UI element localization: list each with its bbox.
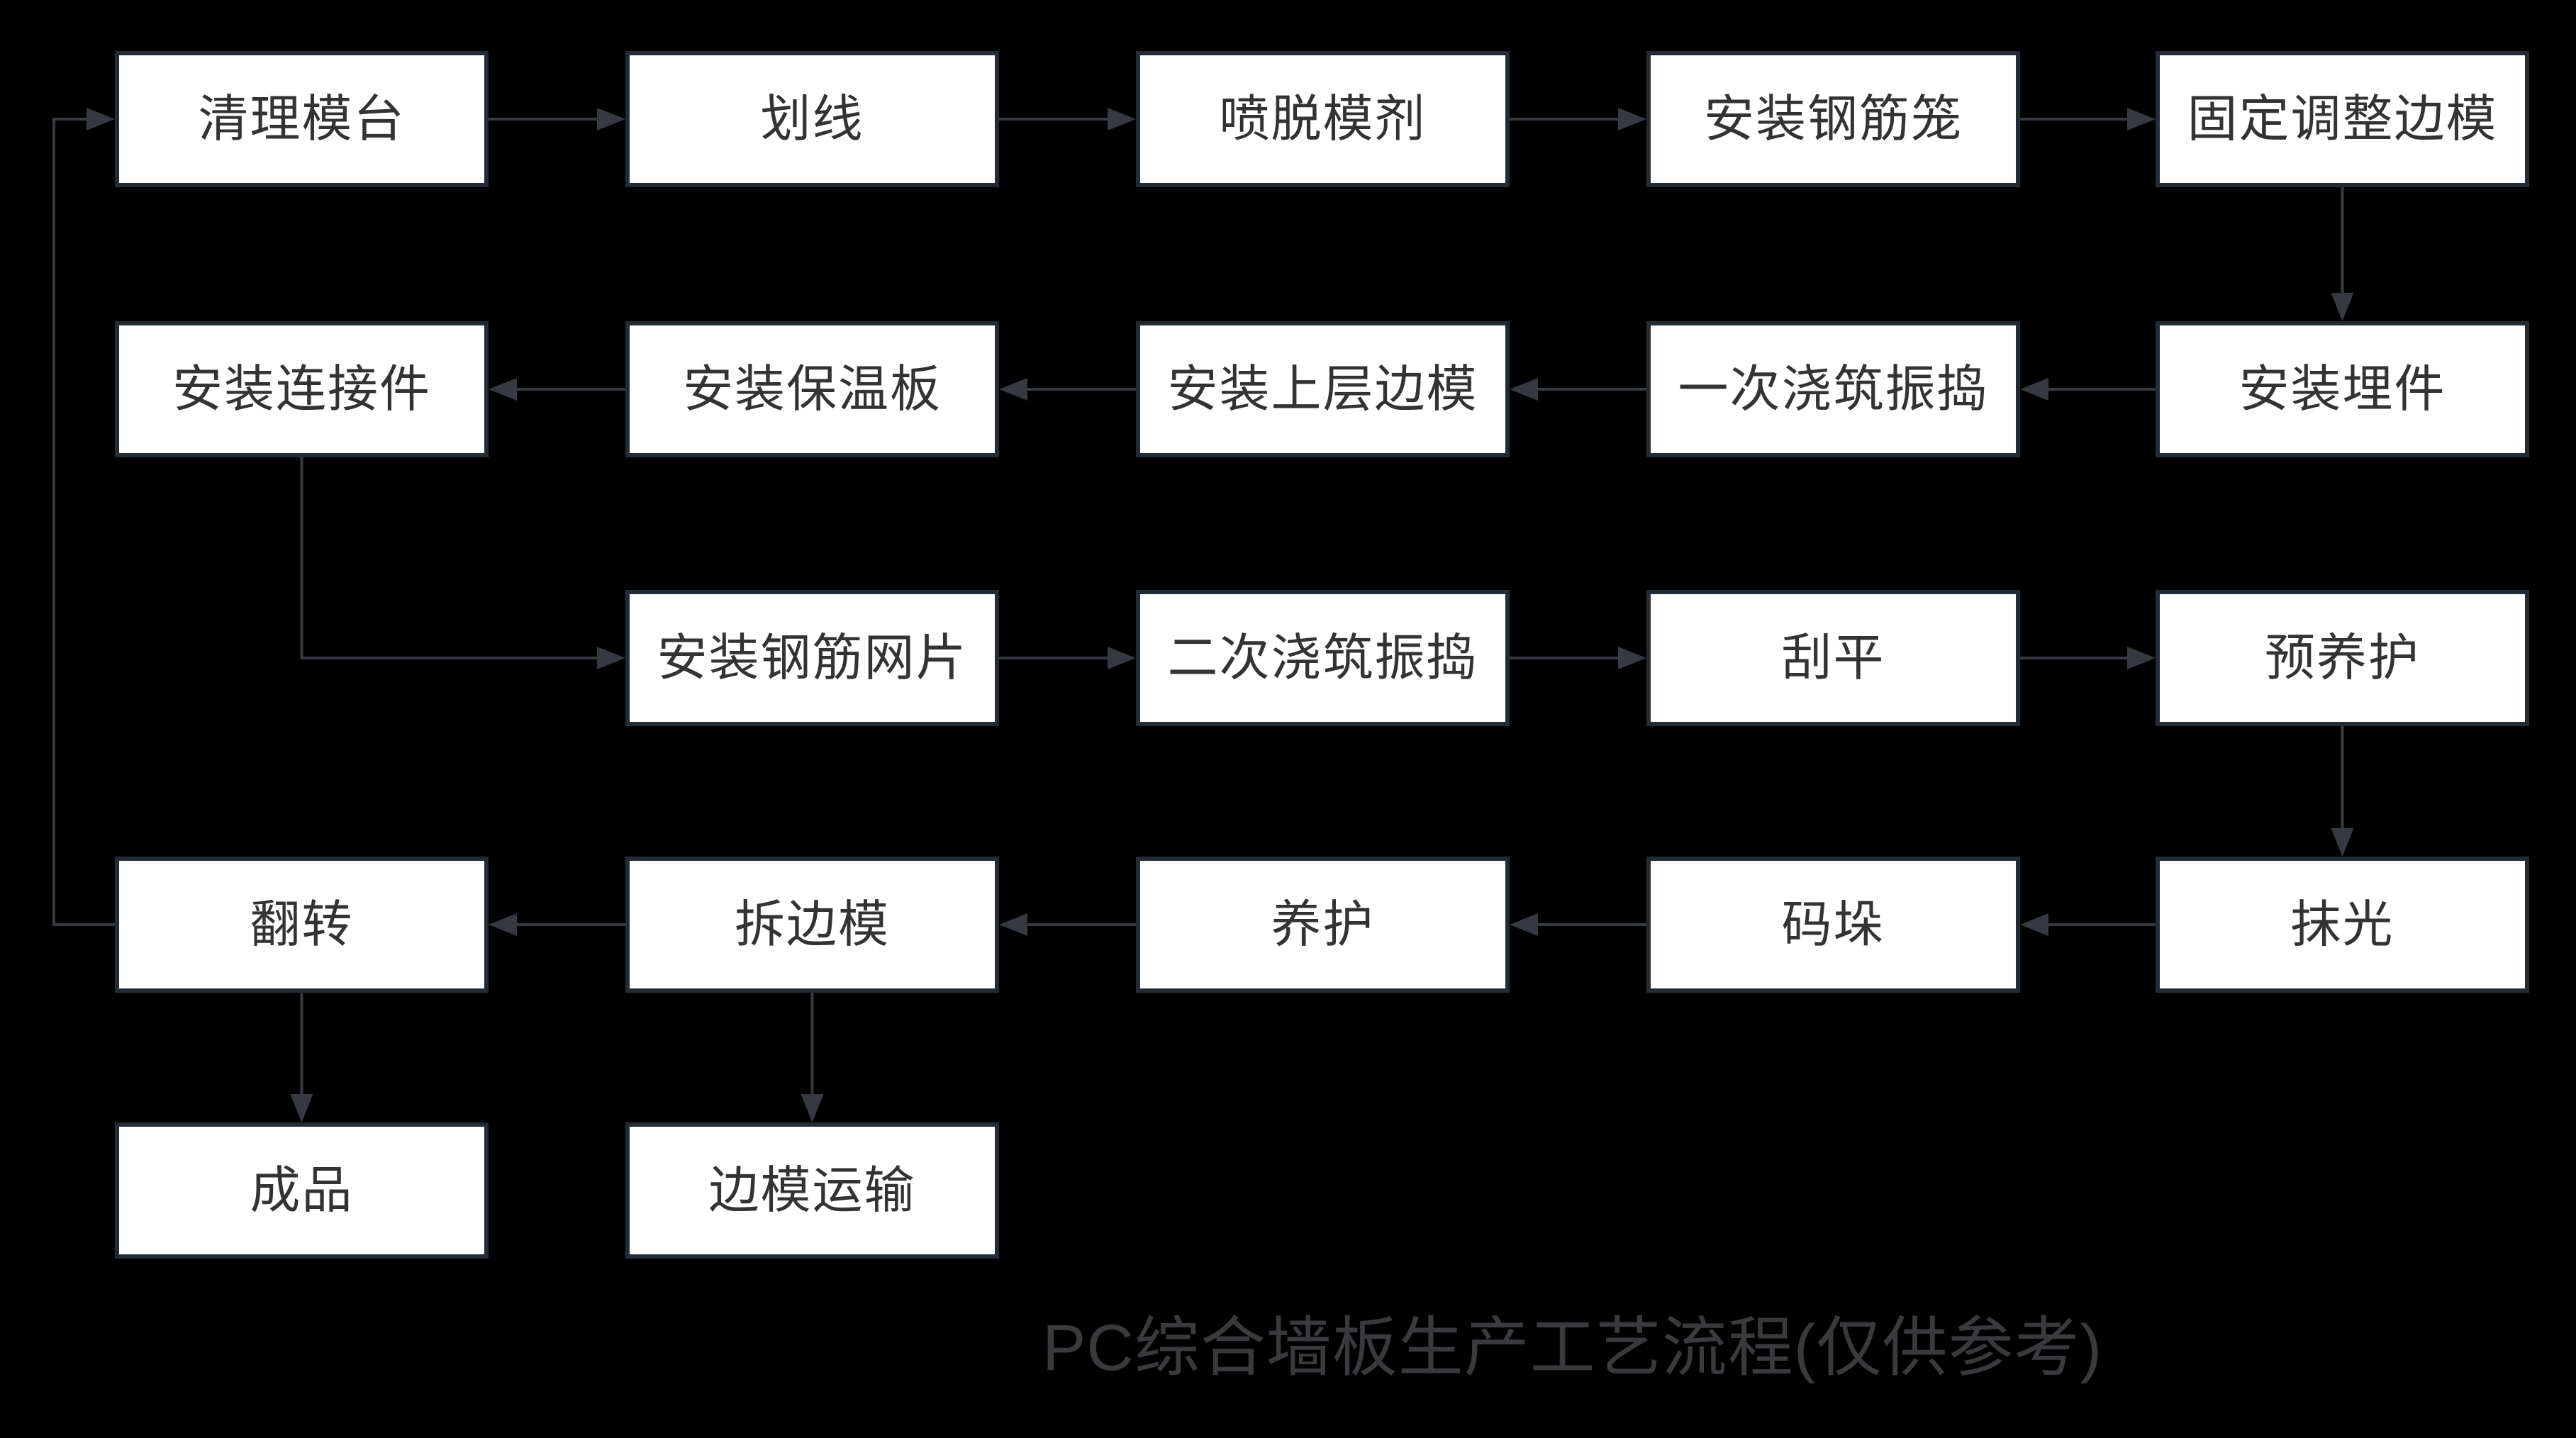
edge-install-embedded-parts-to-first-pour-vibrate	[2020, 378, 2156, 401]
flow-node-label: 固定调整边模	[2187, 91, 2498, 147]
flow-node-fix-adjust-side-molds: 固定调整边模	[2156, 51, 2529, 187]
diagram-title: PC综合墙板生产工艺流程(仅供参考)	[1042, 1312, 2103, 1384]
edge-flip-to-clean-mold-table	[52, 108, 115, 926]
flow-node-label: 划线	[760, 91, 864, 147]
flow-node-label: 安装埋件	[2238, 361, 2446, 418]
flow-node-label: 翻转	[250, 896, 354, 953]
edge-install-rebar-cage-to-fix-adjust-side-molds	[2020, 108, 2156, 130]
edge-trowel-polish-to-stacking	[2020, 913, 2156, 936]
flow-node-label: 安装钢筋网片	[657, 630, 968, 686]
flow-node-label: 边模运输	[708, 1162, 916, 1219]
flow-node-label: 喷脱模剂	[1219, 91, 1427, 147]
edge-spray-release-agent-to-install-rebar-cage	[1510, 108, 1646, 130]
flow-node-label: 安装钢筋笼	[1703, 91, 1963, 147]
edge-install-upper-side-molds-to-install-insulation-board	[999, 378, 1136, 401]
flow-node-remove-side-molds: 拆边模	[625, 857, 999, 993]
edge-remove-side-molds-to-side-mold-transport	[801, 993, 824, 1122]
flow-node-label: 预养护	[2264, 630, 2420, 686]
flow-node-label: 码垛	[1781, 896, 1885, 953]
flow-node-scribe-lines: 划线	[625, 51, 999, 187]
edge-scrape-level-to-pre-curing	[2020, 647, 2156, 669]
flow-node-label: 抹光	[2290, 896, 2394, 953]
flow-node-curing: 养护	[1136, 857, 1510, 993]
flow-node-label: 拆边模	[734, 896, 890, 953]
edge-flip-to-finished-product	[290, 993, 313, 1122]
edge-install-rebar-mesh-to-second-pour-vibrate	[999, 647, 1136, 669]
edge-fix-adjust-side-molds-to-install-embedded-parts	[2331, 187, 2354, 321]
flow-node-install-upper-side-molds: 安装上层边模	[1136, 321, 1510, 457]
flow-node-flip: 翻转	[115, 857, 489, 993]
flow-node-scrape-level: 刮平	[1646, 590, 2020, 726]
flow-node-stacking: 码垛	[1646, 857, 2020, 993]
edge-remove-side-molds-to-flip	[489, 913, 625, 936]
flow-node-label: 成品	[250, 1162, 354, 1219]
flow-node-trowel-polish: 抹光	[2156, 857, 2529, 993]
flow-node-install-embedded-parts: 安装埋件	[2156, 321, 2529, 457]
flow-node-spray-release-agent: 喷脱模剂	[1136, 51, 1510, 187]
flow-node-side-mold-transport: 边模运输	[625, 1122, 999, 1259]
edge-install-connectors-to-install-rebar-mesh	[300, 457, 625, 669]
flow-node-label: 安装保温板	[682, 361, 942, 418]
flow-node-label: 安装上层边模	[1167, 361, 1478, 418]
flow-node-label: 养护	[1271, 896, 1375, 953]
flow-node-finished-product: 成品	[115, 1122, 489, 1259]
edge-scribe-lines-to-spray-release-agent	[999, 108, 1136, 130]
flow-node-first-pour-vibrate: 一次浇筑振捣	[1646, 321, 2020, 457]
flow-node-install-insulation-board: 安装保温板	[625, 321, 999, 457]
edge-clean-mold-table-to-scribe-lines	[489, 108, 625, 130]
flow-node-install-rebar-mesh: 安装钢筋网片	[625, 590, 999, 726]
edge-install-insulation-board-to-install-connectors	[489, 378, 625, 401]
flow-node-label: 一次浇筑振捣	[1678, 361, 1989, 418]
edge-pre-curing-to-trowel-polish	[2331, 726, 2354, 857]
flow-node-label: 刮平	[1781, 630, 1885, 686]
flow-node-clean-mold-table: 清理模台	[115, 51, 489, 187]
edge-stacking-to-curing	[1510, 913, 1646, 936]
edge-curing-to-remove-side-molds	[999, 913, 1136, 936]
edge-first-pour-vibrate-to-install-upper-side-molds	[1510, 378, 1646, 401]
flow-node-label: 安装连接件	[172, 361, 431, 418]
flow-node-pre-curing: 预养护	[2156, 590, 2529, 726]
flow-node-label: 二次浇筑振捣	[1167, 630, 1478, 686]
flow-node-install-connectors: 安装连接件	[115, 321, 489, 457]
flow-node-install-rebar-cage: 安装钢筋笼	[1646, 51, 2020, 187]
edge-second-pour-vibrate-to-scrape-level	[1510, 647, 1646, 669]
flow-node-label: 清理模台	[198, 91, 406, 147]
flow-node-second-pour-vibrate: 二次浇筑振捣	[1136, 590, 1510, 726]
